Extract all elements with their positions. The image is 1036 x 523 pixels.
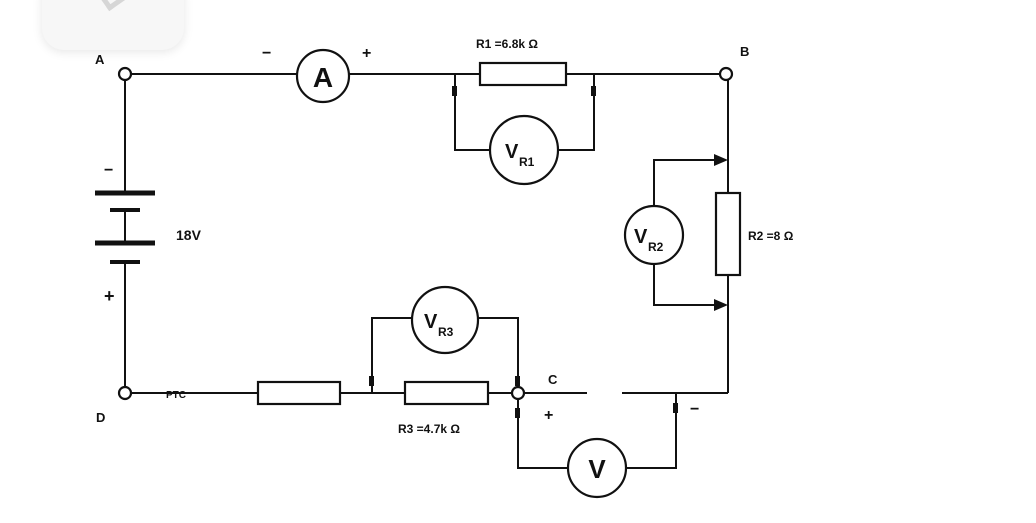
voltmeter-r2 bbox=[623, 204, 685, 266]
node-a-terminal bbox=[117, 66, 133, 82]
vr1-subscript: R1 bbox=[519, 155, 535, 169]
ptc-label: PTC bbox=[166, 390, 186, 401]
vr3-subscript: R3 bbox=[438, 325, 454, 339]
probe-arrows bbox=[714, 154, 728, 311]
ptc-resistor bbox=[256, 380, 342, 406]
node-c-label: C bbox=[548, 372, 558, 387]
voltmeter-label: V bbox=[588, 454, 606, 484]
voltmeter-plus: + bbox=[544, 407, 553, 424]
node-a-label: A bbox=[95, 52, 105, 67]
node-d-terminal bbox=[117, 385, 133, 401]
resistor-r1 bbox=[478, 61, 568, 87]
node-b-terminal bbox=[718, 66, 734, 82]
node-c-terminal bbox=[510, 385, 526, 401]
battery-voltage-label: 18V bbox=[176, 227, 202, 243]
battery-plus: + bbox=[104, 286, 115, 306]
ammeter-label: A bbox=[313, 62, 333, 93]
wires bbox=[124, 73, 729, 469]
r3-value-label: R3 =4.7k Ω bbox=[398, 422, 460, 436]
top-left-overlay-button[interactable] bbox=[42, 0, 184, 50]
battery-18v bbox=[95, 190, 155, 270]
node-d-label: D bbox=[96, 410, 105, 425]
node-b-label: B bbox=[740, 44, 749, 59]
resistor-r3 bbox=[403, 380, 490, 406]
probe-ticks bbox=[369, 86, 678, 418]
vr3-label: V bbox=[424, 311, 438, 333]
voltmeter bbox=[566, 437, 628, 499]
r2-value-label: R2 =8 Ω bbox=[748, 229, 794, 243]
ammeter-plus: + bbox=[362, 45, 371, 62]
vr1-label: V bbox=[505, 141, 519, 163]
r1-value-label: R1 =6.8k Ω bbox=[476, 37, 538, 51]
voltmeter-minus: − bbox=[690, 401, 699, 418]
voltmeter-r1 bbox=[488, 114, 560, 186]
resistor-r2 bbox=[714, 191, 742, 277]
ammeter bbox=[295, 48, 351, 104]
voltmeter-r3 bbox=[410, 285, 480, 355]
ammeter-minus: − bbox=[262, 45, 271, 62]
vr2-subscript: R2 bbox=[648, 240, 664, 254]
battery-minus: − bbox=[104, 162, 113, 179]
vr2-label: V bbox=[634, 226, 648, 248]
